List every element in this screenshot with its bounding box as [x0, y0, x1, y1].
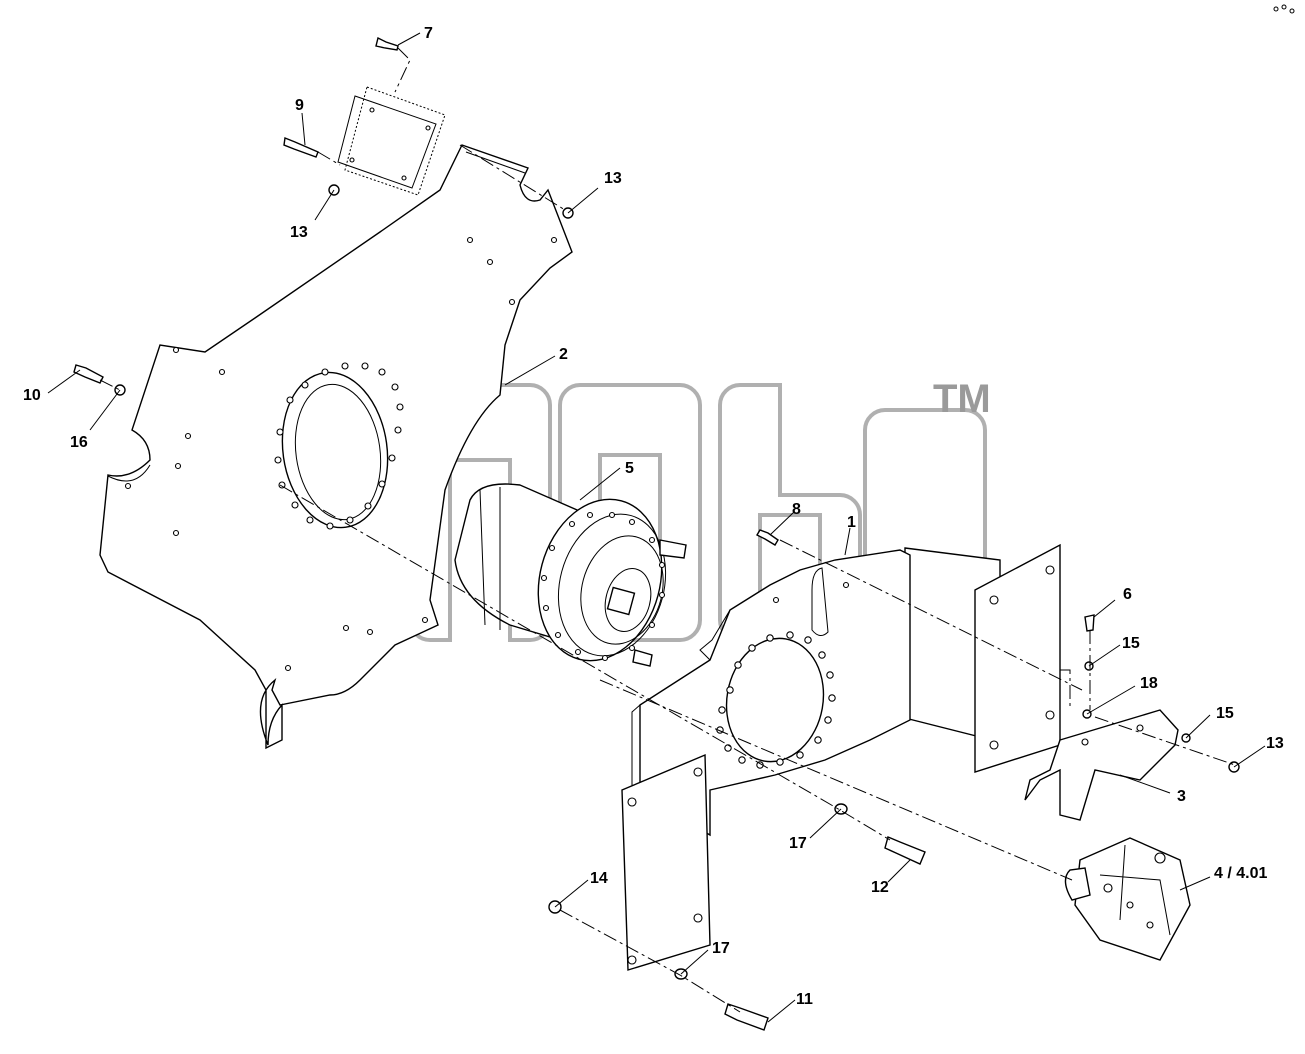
callout-7: 7 — [424, 25, 433, 42]
corner-mark — [1273, 4, 1295, 14]
bracket-bolt-holes — [716, 581, 850, 769]
fasteners — [73, 36, 1240, 1031]
cover-plate — [337, 86, 446, 196]
callout-13-right: 13 — [1266, 735, 1284, 752]
callout-3: 3 — [1177, 788, 1186, 805]
callout-6: 6 — [1123, 586, 1132, 603]
assembly-lines — [99, 47, 1236, 1013]
bracket-part-1 — [621, 543, 1061, 971]
callout-2: 2 — [559, 346, 568, 363]
callout-8: 8 — [792, 501, 801, 518]
gearbox-part-5 — [454, 483, 687, 667]
callout-18: 18 — [1140, 675, 1158, 692]
callout-9: 9 — [295, 97, 304, 114]
leader-lines — [47, 32, 1266, 1023]
callout-5: 5 — [625, 460, 634, 477]
callout-15-right: 15 — [1216, 705, 1234, 722]
callout-13-left: 13 — [290, 224, 308, 241]
callout-15-upper: 15 — [1122, 635, 1140, 652]
sensor-bracket-part-3 — [1024, 709, 1179, 821]
callout-11: 11 — [796, 991, 813, 1008]
callout-16: 16 — [70, 434, 88, 451]
plate-part-2 — [99, 144, 573, 750]
callout-17-middle: 17 — [789, 835, 807, 852]
plate-bolt-holes — [124, 236, 558, 672]
callout-17-lower: 17 — [712, 940, 730, 957]
callout-12: 12 — [871, 879, 889, 896]
callout-13-top: 13 — [604, 170, 622, 187]
callout-1: 1 — [847, 514, 856, 531]
callout-4-4.01: 4 / 4.01 — [1214, 865, 1267, 882]
gearbox-bolts — [540, 511, 666, 662]
motor-part-4 — [1064, 837, 1191, 961]
watermark-text: TM — [933, 377, 991, 421]
callout-14: 14 — [590, 870, 608, 887]
callout-10: 10 — [23, 387, 41, 404]
callout-labels: 7 9 13 13 2 10 16 5 8 1 6 15 18 15 13 3 … — [23, 25, 1284, 1008]
